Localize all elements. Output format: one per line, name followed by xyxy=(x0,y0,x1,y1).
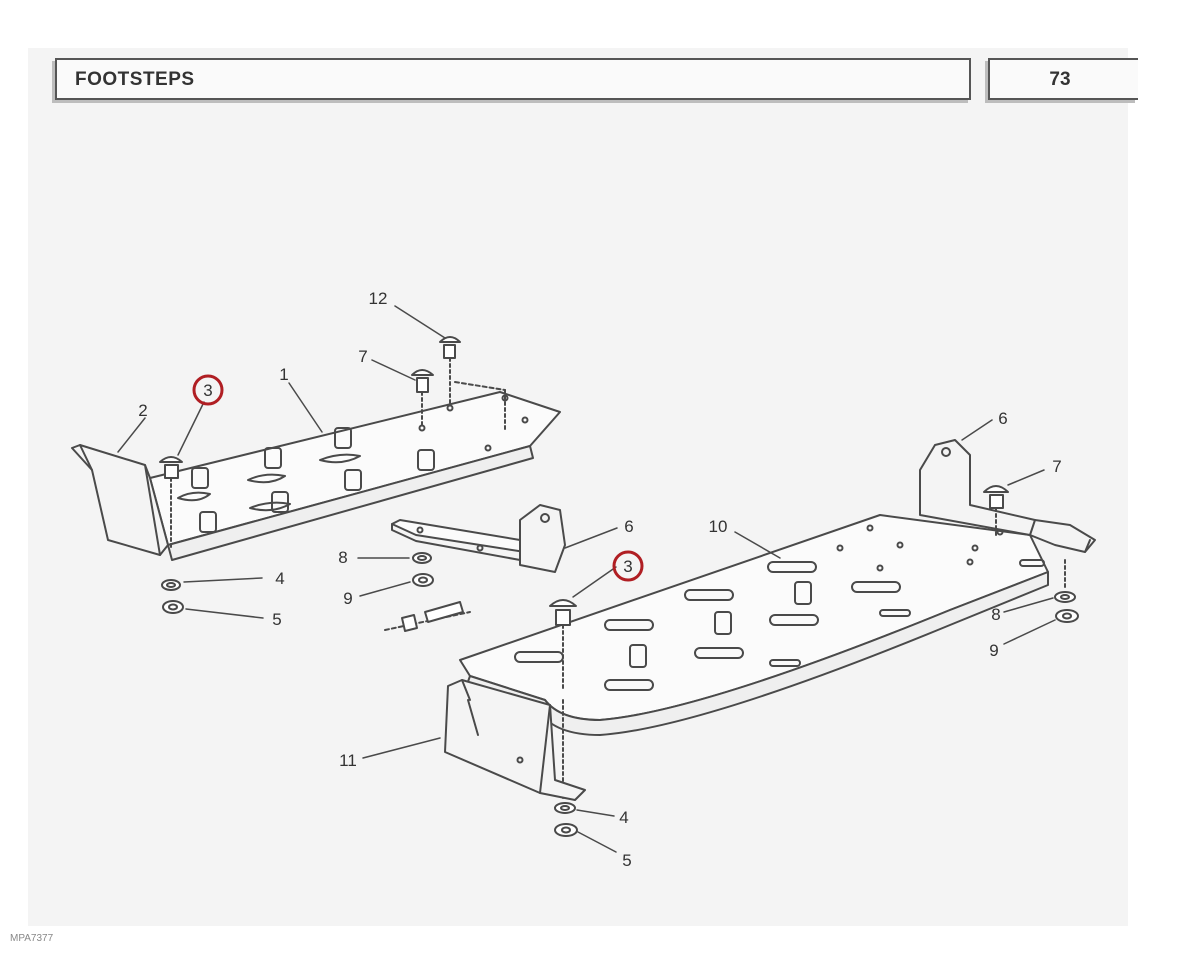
page-number: 73 xyxy=(1049,69,1071,90)
callout-7a: 7 xyxy=(358,347,367,366)
title-box: FOOTSTEPS xyxy=(55,58,971,100)
right-washers xyxy=(554,591,1079,837)
lower-support-bracket xyxy=(444,679,586,801)
callout-4b: 4 xyxy=(619,808,628,827)
callout-6b: 6 xyxy=(998,409,1007,428)
callout-11: 11 xyxy=(339,751,357,770)
callout-7b: 7 xyxy=(1052,457,1061,476)
left-washers xyxy=(161,579,184,614)
left-plate-studs xyxy=(159,336,506,549)
right-footstep-plate xyxy=(459,514,1049,736)
callout-2: 2 xyxy=(138,401,147,420)
loose-bolt xyxy=(384,601,471,632)
callout-12a: 12 xyxy=(369,289,388,308)
callout-1: 1 xyxy=(279,365,288,384)
callout-3b: 3 xyxy=(623,557,632,576)
reference-code: MPA7377 xyxy=(10,933,54,944)
callout-5a: 5 xyxy=(272,610,281,629)
callout-4a: 4 xyxy=(275,569,284,588)
callout-9b: 9 xyxy=(989,641,998,660)
right-studs xyxy=(549,485,1066,799)
callout-8b: 8 xyxy=(991,605,1000,624)
highlight-ring-3b xyxy=(612,550,644,582)
page-title: FOOTSTEPS xyxy=(75,69,195,90)
callout-10: 10 xyxy=(709,517,728,536)
callout-8a: 8 xyxy=(338,548,347,567)
callout-9a: 9 xyxy=(343,589,352,608)
callout-6a: 6 xyxy=(624,517,633,536)
callout-5b: 5 xyxy=(622,851,631,870)
page-number-box: 73 xyxy=(988,58,1138,100)
callout-3a: 3 xyxy=(203,381,212,400)
left-end-bracket xyxy=(71,444,169,556)
center-mounting-bracket xyxy=(391,504,566,573)
center-washers xyxy=(412,552,434,587)
highlight-ring-3a xyxy=(192,374,224,406)
right-upright-bracket xyxy=(919,439,1096,553)
leader-lines xyxy=(117,305,1056,853)
left-footstep-plate xyxy=(149,391,561,561)
